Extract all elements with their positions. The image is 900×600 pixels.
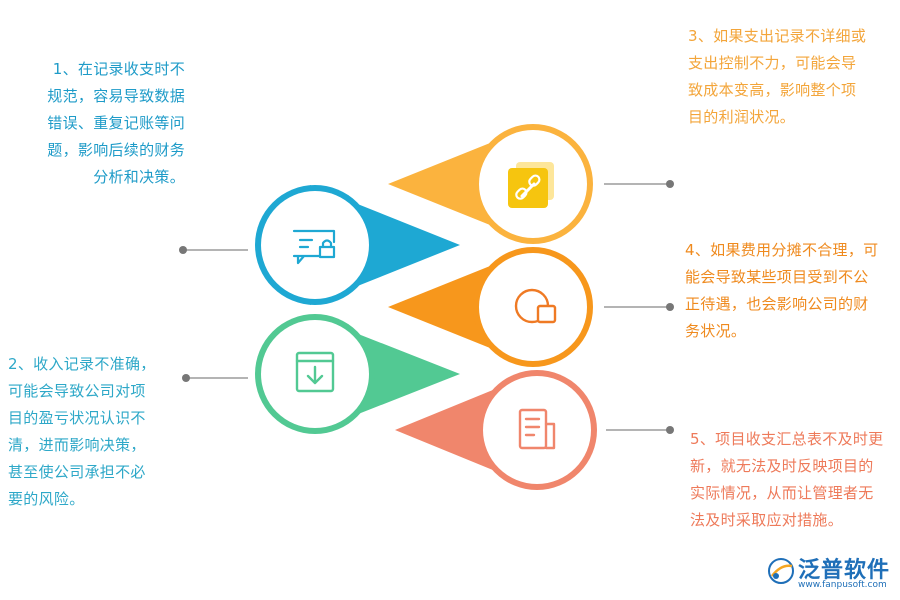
note-2: 2、收入记录不准确， 可能会导致公司对项目的盈亏状况认识不清，进而影响决策， 甚至使… <box>8 351 178 513</box>
connector-4 <box>604 303 674 311</box>
note-1-line: 规范，容易导致数据 <box>47 87 185 105</box>
note-3-line: 3、如果支出记录不详细或 <box>688 27 867 45</box>
note-4: 4、如果费用分摊不合理，可能会导致某些项目受到不公正待遇，也会影响公司的财务状况… <box>685 237 890 345</box>
brand-name: 泛普软件 <box>798 558 891 583</box>
note-1: 1、在记录收支时不规范，容易导致数据错误、重复记账等问题，影响后续的财务分析和决… <box>20 56 185 191</box>
connector-3 <box>604 180 674 188</box>
note-5-line: 5、项目收支汇总表不及时更 <box>690 430 884 448</box>
note-4-line: 4、如果费用分摊不合理，可 <box>685 241 879 259</box>
link-icon <box>508 162 554 208</box>
note-2-line: 甚至使公司承担不必 <box>8 463 146 481</box>
shape-3 <box>388 124 593 244</box>
shape-5 <box>395 370 597 490</box>
connector-2 <box>182 374 248 382</box>
note-2-line: 可能会导致公司对项 <box>8 382 146 400</box>
brand-logo: 泛普软件 www.fanpusoft.com <box>764 552 894 597</box>
note-2-line: 清，进而影响决策， <box>8 436 146 454</box>
note-2-line: 2、收入记录不准确， <box>8 355 156 373</box>
note-5-line: 法及时采取应对措施。 <box>690 511 844 529</box>
shape-1 <box>255 185 460 305</box>
note-4-line: 能会导致某些项目受到不公 <box>685 268 869 286</box>
note-3: 3、如果支出记录不详细或支出控制不力，可能会导致成本变高，影响整个项目的利润状况… <box>688 23 888 131</box>
note-2-line: 要的风险。 <box>8 490 85 508</box>
message-lock-icon <box>292 229 336 265</box>
connector-1 <box>179 246 248 254</box>
brand-url: www.fanpusoft.com <box>798 580 887 590</box>
shape-4 <box>388 247 593 367</box>
note-1-line: 分析和决策。 <box>93 168 185 186</box>
document-icon <box>518 408 556 450</box>
note-3-line: 目的利润状况。 <box>688 108 796 126</box>
note-2-line: 目的盈亏状况认识不 <box>8 409 146 427</box>
note-1-line: 错误、重复记账等问 <box>47 114 185 132</box>
note-3-line: 支出控制不力，可能会导 <box>688 54 857 72</box>
note-5: 5、项目收支汇总表不及时更新，就无法及时反映项目的实际情况，从而让管理者无法及时… <box>690 426 895 534</box>
note-1-line: 1、在记录收支时不 <box>52 60 185 78</box>
note-5-line: 实际情况，从而让管理者无 <box>690 484 874 502</box>
note-5-line: 新，就无法及时反映项目的 <box>690 457 874 475</box>
fanpu-logo-icon <box>768 558 794 584</box>
chart-window-icon <box>514 288 557 324</box>
note-1-line: 题，影响后续的财务 <box>47 141 185 159</box>
shape-2 <box>255 314 460 434</box>
note-4-line: 务状况。 <box>685 322 747 340</box>
note-3-line: 致成本变高，影响整个项 <box>688 81 857 99</box>
note-4-line: 正待遇，也会影响公司的财 <box>685 295 869 313</box>
connector-5 <box>606 426 674 434</box>
download-box-icon <box>295 351 335 393</box>
